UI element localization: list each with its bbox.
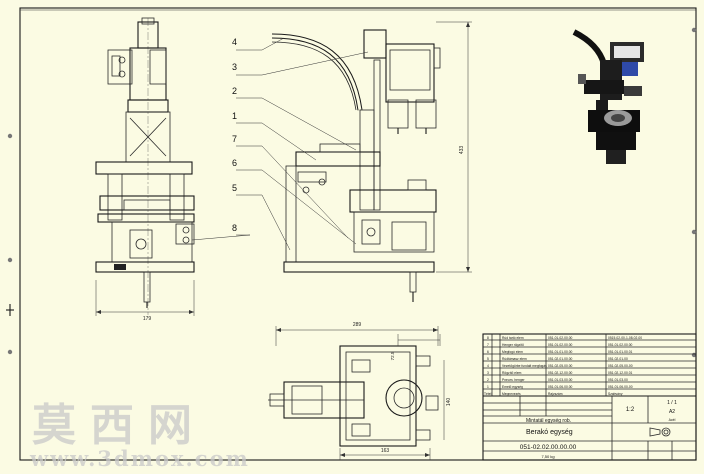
side-view: 433 (271, 21, 472, 302)
bom-desc: Rúdtámasz elem (502, 357, 527, 361)
projection-symbol (649, 427, 671, 437)
front-width-dimension: 179 (143, 316, 152, 322)
bom-code: 051-02-05-00.00 (548, 364, 573, 368)
top-depth-dimension: 163 (381, 448, 390, 454)
balloon-label: 6 (232, 158, 237, 168)
watermark: 莫西网 www.3dmox.com (29, 400, 250, 471)
iso-render (572, 29, 644, 164)
balloon-label: 7 (232, 134, 237, 144)
balloon-label: 2 (232, 86, 237, 96)
bom-row: 5 Rúdtámasz elem 051-02-01-00.00 051-02-… (487, 357, 628, 361)
bom-code: 051-01-03-00.00 (548, 378, 573, 382)
bom-code: 051-02-01-00.00 (548, 357, 573, 361)
bom-no: 2 (487, 378, 489, 382)
bom-desc: Megfogó elem (502, 350, 523, 354)
bom-desc: Emelő egység (502, 385, 523, 389)
bom-no: 8 (487, 336, 489, 340)
mass: 7,50 kg (541, 454, 554, 459)
frame-marker (691, 229, 697, 235)
bom-desc: Henger rögzítő (502, 343, 524, 347)
bom-code: 051-01-01-00.00 (548, 350, 573, 354)
bom-code: 051-01-06-00.00 (548, 385, 573, 389)
bom-no: 4 (487, 364, 489, 368)
watermark-url: www.3dmox.com (29, 446, 250, 469)
front-view: 179 (95, 17, 195, 322)
bom-header-no: Tétel (484, 392, 492, 396)
bom-header-std: Szabvány (608, 392, 623, 396)
bom-desc: Pneum. henger (502, 378, 525, 382)
balloon-label: 5 (232, 183, 237, 193)
leader-lines (191, 37, 369, 251)
bom-no: 1 (487, 385, 489, 389)
frame-marker (7, 257, 13, 263)
bom-std: 051-02-05-00-00 (608, 364, 633, 368)
bom-header-code: Rajzszám (548, 392, 563, 396)
frame-marker (7, 133, 13, 139)
bom-std: 051-02-12-00.01 (608, 371, 633, 375)
balloon-label: 3 (232, 62, 237, 72)
bom-row: 6 Megfogó elem 051-01-01-00.00 051-01-01… (487, 350, 633, 354)
top-width-dimension: 289 (353, 322, 362, 328)
top-small-dimension: 72.5 (390, 351, 395, 360)
sheet-number: 1 / 1 (667, 400, 677, 406)
bom-row: 2 Pneum. henger 051-01-03-00.00 051-01-0… (487, 378, 628, 382)
bom-header: Tétel Megnevezés Rajzszám Szabvány (484, 392, 623, 396)
bom-no: 3 (487, 371, 489, 375)
balloon-label: 4 (232, 37, 237, 47)
bom-std: 0515-02-00-1-08-02-00 (608, 336, 642, 340)
bom-desc: Rúd tartó elem (502, 336, 524, 340)
bom-code: 051-01-02-00.00 (548, 343, 573, 347)
bom-std: 051-01-06-00-00 (608, 385, 633, 389)
side-height-dimension: 433 (459, 146, 465, 155)
bom-row: 1 Emelő egység 051-01-06-00.00 051-01-06… (487, 385, 633, 389)
bom-desc: Rögzítő elem (502, 371, 522, 375)
scale: 1:2 (626, 407, 635, 413)
bom-row: 3 Rögzítő elem 051-02-12-00.00 051-02-12… (487, 371, 633, 375)
balloon-label: 8 (232, 223, 237, 233)
material: Acél (669, 418, 676, 422)
bom-row: 8 Rúd tartó elem 051-01-02-00.00 0515-02… (487, 336, 642, 340)
top-view: 289 163 140 72.5 (268, 322, 452, 460)
balloon-label: 1 (232, 111, 237, 121)
balloons: 4 3 2 1 7 6 5 8 (232, 37, 237, 233)
bom-no: 7 (487, 343, 489, 347)
bom-std: 051-01-01-00.01 (608, 350, 633, 354)
main-title: Berakó egység (526, 429, 573, 436)
bom-table: 8 Rúd tartó elem 051-01-02-00.00 0515-02… (484, 336, 642, 396)
frame-marker (691, 27, 697, 33)
watermark-chinese: 莫西网 (32, 400, 206, 451)
bom-no: 6 (487, 350, 489, 354)
bom-no: 5 (487, 357, 489, 361)
bom-std: 051-01-03-00 (608, 378, 628, 382)
frame-marker (7, 349, 13, 355)
bom-std: 051-02-01-00 (608, 357, 628, 361)
bom-std: 051-01-02-00.00 (608, 343, 633, 347)
bom-header-desc: Megnevezés (502, 392, 521, 396)
paper-format: A2 (669, 409, 675, 415)
bom-code: 051-02-12-00.00 (548, 371, 573, 375)
top-height-dimension: 140 (446, 398, 452, 407)
drawing-number: 051-02.02.00.00.00 (520, 444, 577, 451)
assembly-title: Mintatál egység rob. (526, 418, 571, 424)
bom-code: 051-01-02-00.00 (548, 336, 573, 340)
bom-desc: Vezetőgörbe fundalt megfogás (502, 364, 547, 368)
bom-row: 7 Henger rögzítő 051-01-02-00.00 051-01-… (487, 343, 633, 347)
title-block: 8 Rúd tartó elem 051-01-02-00.00 0515-02… (482, 333, 697, 461)
bom-row: 4 Vezetőgörbe fundalt megfogás 051-02-05… (487, 364, 633, 368)
